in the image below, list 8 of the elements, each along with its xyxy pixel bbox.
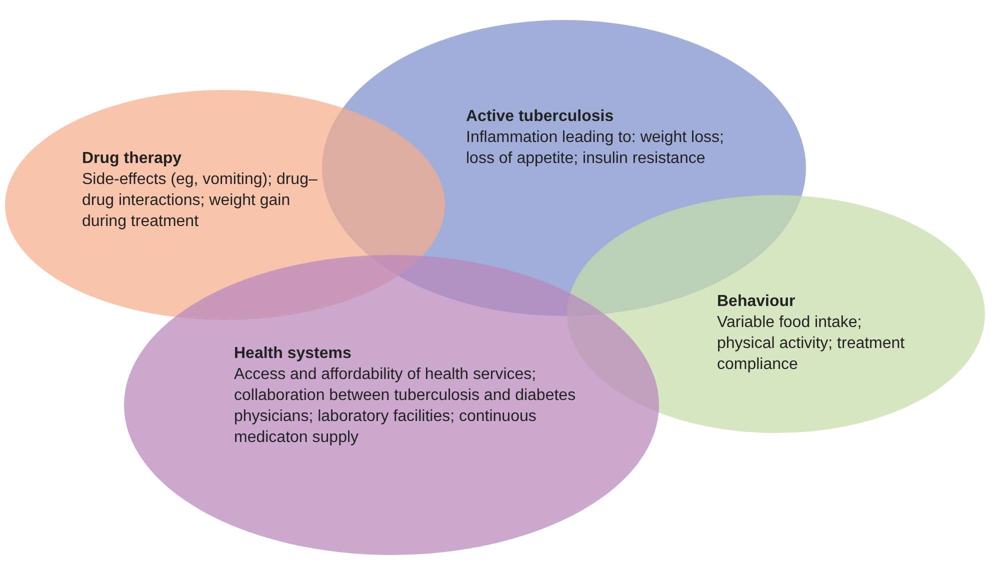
factor-description: Side-effects (eg, vomiting); drug–drug interactions; weight gain during treatment	[82, 170, 318, 232]
factor-description: Variable food intake; physical activity; treatment compliance	[717, 313, 906, 375]
factor-heading: Active tuberculosis	[466, 107, 615, 127]
factor-heading: Drug therapy	[82, 149, 183, 169]
factor-description: Access and affordability of health services; collaboration between tuberculosis and diabetes physicians; laboratory facilities; continuous medicaton supply	[234, 365, 577, 448]
factor-description: Inflammation leading to: weight loss; loss of appetite; insulin resistance	[466, 128, 725, 169]
factor-heading: Health systems	[234, 344, 352, 364]
factor-heading: Behaviour	[717, 292, 796, 312]
